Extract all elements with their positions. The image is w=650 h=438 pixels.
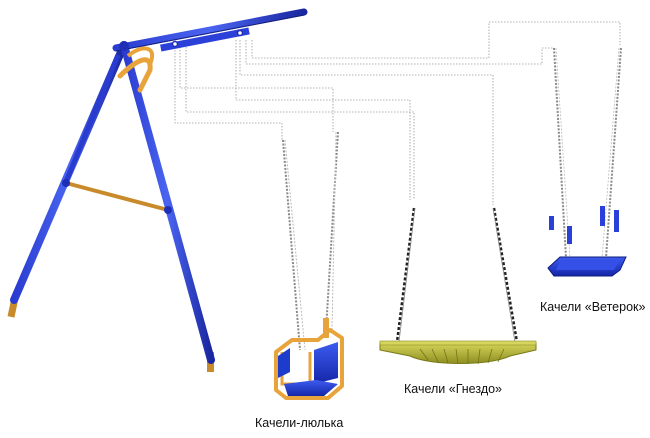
breeze-chain-right <box>605 47 622 259</box>
cradle-seat-panel <box>284 380 338 396</box>
right-leg <box>120 41 215 364</box>
leader-lines <box>174 21 621 205</box>
nest-body <box>379 342 537 364</box>
breeze-grip-right <box>600 206 605 226</box>
cradle-chain-right <box>325 131 339 331</box>
hook-block <box>160 27 250 52</box>
leader-line-breeze-right <box>251 21 621 59</box>
leader-line-cradle-right <box>179 47 334 132</box>
nest-chain-right <box>492 207 519 343</box>
middle-leg <box>63 54 121 183</box>
frame-handle <box>117 57 153 93</box>
cradle-seat-icon <box>274 131 344 400</box>
nest-chain-left <box>395 207 416 343</box>
cradle-back-panel <box>314 342 338 384</box>
cradle-chain-left <box>282 139 301 351</box>
top-beam <box>112 8 308 52</box>
cross-bar <box>65 181 169 212</box>
nest-seat-icon <box>379 207 537 365</box>
breeze-grip-left <box>567 226 572 244</box>
a-frame-swing-icon <box>7 8 308 372</box>
caption-nest-swing: Качели «Гнездо» <box>404 382 503 396</box>
leader-line-extra <box>235 40 411 200</box>
leader-line-nest-left <box>185 47 415 200</box>
leader-line-breeze-left <box>245 40 554 65</box>
cradle-frame <box>274 328 344 400</box>
caption-cradle-swing: Качели-люлька <box>255 416 344 430</box>
leader-line-nest-right <box>239 40 494 205</box>
leader-line-cradle <box>174 47 283 140</box>
flat-seat-icon <box>547 47 627 277</box>
caption-breeze-swing: Качели «Ветерок» <box>540 300 646 314</box>
breeze-chain-left <box>553 47 567 259</box>
